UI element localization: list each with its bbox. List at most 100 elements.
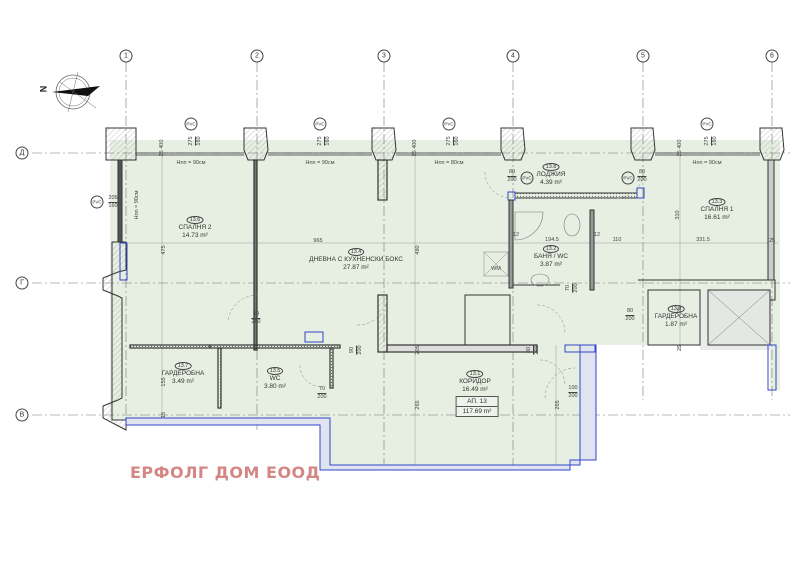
wardrobe-13-9-walls [638,279,777,391]
level-mark: 25 400 [159,139,165,157]
apartment-floor-fill [110,140,780,465]
apartment-number: АП. 13 [456,397,498,407]
dim-110: 110 [612,237,622,243]
pvc-window-tag: PVC [184,117,198,131]
north-arrow-icon [52,71,100,113]
sill-note: Hnn = 90см [176,160,206,166]
dim-194-5: 194.5 [545,237,559,243]
washing-machine-label: WM [491,266,501,272]
north-label: N [38,85,49,93]
grid-axis-1: 1 [119,49,133,63]
apartment-total-box: АП. 13 117.69 m² [455,396,499,417]
grid-axis-5: 5 [636,49,650,63]
grid-axis-g: Г [15,276,29,290]
top-facade-windows [136,152,760,156]
grid-axis-6: 6 [765,49,779,63]
room-area: 3.87 m² [539,261,563,268]
room-name: СПАЛНЯ 1 [700,206,734,213]
room-number-tag: 13.5 [266,367,284,375]
room-name: ГАРДЕРОБНА [161,370,205,377]
bathroom-walls [483,199,595,291]
level-mark: 25 400 [677,139,683,157]
dim-205: 205 [415,345,421,355]
room-area: 3.80 m² [263,383,287,390]
grid-axis-2: 2 [250,49,264,63]
dim-265: 265 [555,400,561,410]
pvc-window-tag: PVC [700,117,714,131]
sill-note: Hnn = 90см [692,160,722,166]
room-number-tag: 13.4 [347,248,365,256]
room-number-tag: 13.1 [466,370,484,378]
grid-axis-4: 4 [506,49,520,63]
dim-331-5: 331.5 [696,237,710,243]
grid-axis-d: Д [15,146,29,160]
room-number-tag: 13.6 [186,216,204,224]
room-number-tag: 13.8 [542,163,560,171]
pvc-window-tag: PVC [90,195,104,209]
interior-walls [129,159,538,409]
dim-265: 265 [415,400,421,410]
room-label-13-2: 13.2 БАНЯ / WC 3.87 m² [534,245,568,269]
shaft-boxes [464,294,511,346]
dimension-lines [120,155,778,465]
room-number-tag: 13.3 [708,198,726,206]
level-mark: 25 400 [412,139,418,157]
dim-475: 475 [161,245,167,255]
dim-25: 25 [768,238,776,244]
room-label-13-3: 13.3 СПАЛНЯ 1 16.61 m² [700,198,734,222]
dim-15: 15 [161,411,167,419]
room-name: ДНЕВНА С КУХНЕНСКИ БОКС [309,256,403,263]
apartment-area: 117.69 m² [462,408,492,415]
room-label-13-9: 13.9 ГАРДЕРОБНА 1.87 m² [655,305,697,329]
room-area: 4.39 m² [539,179,563,186]
room-name: WC [269,375,281,382]
room-number-tag: 13.7 [174,362,192,370]
vent-box [304,331,324,343]
exterior-walls [105,127,785,161]
room-area: 27.87 m² [343,264,369,271]
room-label-13-5: 13.5 WC 3.80 m² [264,367,286,391]
dim-25: 25 [677,344,683,352]
room-label-13-4: 13.4 ДНЕВНА С КУХНЕНСКИ БОКС 27.87 m² [309,248,403,272]
room-name: БАНЯ / WC [533,253,569,260]
company-watermark: ЕРФОЛГ ДОМ ЕООД [130,463,321,482]
pvc-window-tag: PVC [442,117,456,131]
room-name: СПАЛНЯ 2 [178,224,212,231]
room-area: 14.73 m² [182,232,208,239]
room-number-tag: 13.9 [667,305,685,313]
room-label-13-1: 13.1 КОРИДОР 16.49 m² [459,370,491,394]
room-label-13-6: 13.6 СПАЛНЯ 2 14.73 m² [178,216,212,240]
room-area: 16.49 m² [462,386,488,393]
loggia-wall [507,187,645,201]
sill-note: Hnn = 90см [305,160,335,166]
room-name: ЛОДЖИЯ [536,171,566,178]
room-label-13-7: 13.7 ГАРДЕРОБНА 3.49 m² [161,362,205,386]
dim-12: 12 [593,232,601,238]
sill-note: Hnn = 90см [134,190,140,220]
grid-axis-3: 3 [377,49,391,63]
room-label-13-8: 13.8 ЛОДЖИЯ 4.39 m² [536,163,566,187]
dim-310: 310 [675,210,681,220]
room-area: 16.61 m² [704,214,730,221]
dim-480: 480 [415,245,421,255]
room-area: 1.87 m² [664,321,688,328]
dim-12: 12 [512,232,520,238]
bottom-facade [125,344,597,471]
grid-axis-v: В [15,408,29,422]
room-number-tag: 13.2 [542,245,560,253]
sill-note: Hnn = 80см [434,160,464,166]
room-name: КОРИДОР [459,378,491,385]
